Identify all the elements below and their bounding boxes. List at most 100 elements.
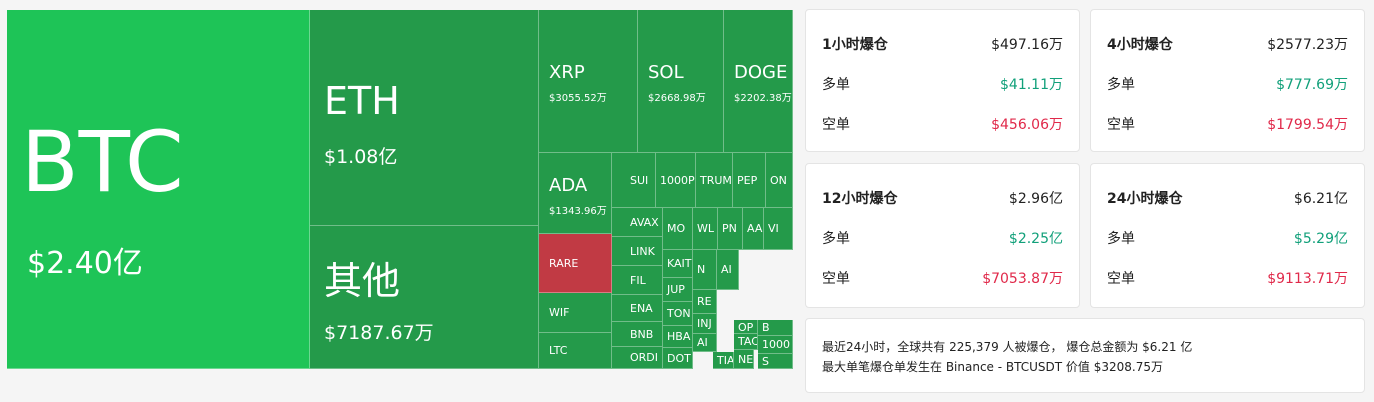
tile-symbol: HBA [667,330,691,343]
summary-line-1: 最近24小时，全球共有 225,379 人被爆仓， 爆仓总金额为 $6.21 亿 [822,340,1193,354]
stat-card-1h: 1小时爆仓$497.16万 多单$41.11万 空单$456.06万 [805,9,1080,152]
stat-card-4h: 4小时爆仓$2577.23万 多单$777.69万 空单$1799.54万 [1090,9,1365,152]
stat-total: $2577.23万 [1267,37,1348,53]
treemap-tile[interactable]: 1000 [758,336,793,354]
tile-symbol: SUI [630,173,649,187]
tile-value: $2668.98万 [648,93,706,104]
tile-symbol: N [697,263,706,276]
long-value: $2.25亿 [1008,231,1063,247]
tile-symbol: ADA [549,175,588,196]
long-label: 多单 [1107,231,1135,247]
treemap-tile[interactable]: TON [663,302,693,326]
treemap-tile[interactable]: RARE [539,234,612,293]
stat-total: $2.96亿 [1008,191,1063,207]
treemap-tile[interactable]: PN [718,208,743,250]
treemap-tile[interactable]: INJ [693,314,717,334]
tile-value: $1.08亿 [324,146,398,168]
tile-symbol: ORDI [630,351,659,364]
treemap-tile[interactable]: ORDI [612,347,663,369]
tile-symbol: TIA [717,353,734,367]
treemap-tile[interactable]: MO [663,208,693,250]
treemap-tile[interactable]: OP [734,320,758,334]
treemap-tile[interactable]: FIL [612,266,663,295]
treemap-tile[interactable]: SUI [612,153,656,208]
stat-total: $6.21亿 [1293,191,1348,207]
treemap-tile[interactable]: AI [717,250,739,290]
treemap-tile[interactable]: TRUM [696,153,733,208]
treemap-tile[interactable]: 1000P [656,153,696,208]
tile-symbol: TON [667,307,691,320]
tile-symbol: TAC [738,335,758,348]
summary-box: 最近24小时，全球共有 225,379 人被爆仓， 爆仓总金额为 $6.21 亿… [805,318,1365,393]
tile-symbol: NE [738,352,754,366]
treemap-tile[interactable]: TIA [713,352,734,369]
treemap-tile[interactable]: LTC [539,333,612,369]
tile-symbol: ENA [630,301,653,315]
treemap-tile[interactable]: DOT [663,348,693,369]
treemap-tile[interactable]: ENA [612,295,663,322]
treemap-tile[interactable]: VI [764,208,793,250]
tile-symbol: XRP [549,62,585,83]
tile-symbol: ETH [324,79,400,123]
tile-symbol: SOL [648,62,684,83]
treemap-tile[interactable]: ETH $1.08亿 [310,10,539,226]
treemap-tile[interactable]: TAC [734,334,758,350]
tile-symbol: OP [738,321,754,334]
tile-symbol: 1000 [762,338,790,351]
tile-symbol: 其他 [324,259,401,303]
tile-symbol: JUP [667,283,685,296]
short-label: 空单 [1107,271,1135,287]
short-label: 空单 [822,117,850,133]
tile-symbol: VI [768,222,779,235]
tile-symbol: AI [721,263,732,276]
treemap-tile[interactable]: S [758,354,793,369]
treemap-tile[interactable]: ADA $1343.96万 [539,153,612,234]
tile-symbol: KAIT [667,257,692,270]
treemap-tile[interactable]: PEP [733,153,766,208]
short-value: $7053.87万 [982,271,1063,287]
treemap-tile[interactable]: B [758,320,793,336]
treemap-tile[interactable]: HBA [663,326,693,348]
tile-symbol: BTC [21,113,184,211]
treemap-tile[interactable]: RE [693,290,717,314]
treemap-tile[interactable]: AA [743,208,764,250]
tile-symbol: WL [697,222,715,235]
tile-symbol: RE [697,295,712,308]
stat-card-24h: 24小时爆仓$6.21亿 多单$5.29亿 空单$9113.71万 [1090,163,1365,308]
treemap-tile[interactable]: LINK [612,237,663,266]
tile-value: $1343.96万 [549,206,607,217]
treemap-tile[interactable]: ON [766,153,793,208]
treemap-tile[interactable]: XRP $3055.52万 [539,10,638,153]
treemap-tile[interactable]: AVAX [612,208,663,237]
treemap-tile[interactable]: N [693,250,717,290]
tile-symbol: S [762,355,769,368]
stat-title: 12小时爆仓 [822,191,898,207]
tile-symbol: RARE [549,256,579,270]
tile-symbol: AVAX [630,215,659,229]
tile-symbol: PEP [737,173,758,187]
tile-symbol: MO [667,222,686,235]
treemap-tile[interactable]: SOL $2668.98万 [638,10,724,153]
summary-line-2: 最大单笔爆仓单发生在 Binance - BTCUSDT 价值 $3208.75… [822,360,1163,374]
treemap-tile[interactable]: WIF [539,293,612,333]
tile-symbol: BNB [630,327,654,341]
tile-symbol: LTC [549,344,568,357]
stat-title: 24小时爆仓 [1107,191,1183,207]
tile-symbol: AI [697,336,708,349]
tile-value: $3055.52万 [549,93,607,104]
treemap-tile[interactable]: NE [734,350,754,369]
treemap-tile[interactable]: BNB [612,322,663,347]
tile-symbol: DOGE [734,62,788,83]
treemap-tile[interactable]: JUP [663,278,693,302]
long-value: $41.11万 [1000,77,1063,93]
treemap-tile[interactable]: BTC$2.40亿 [7,10,310,369]
treemap-tile[interactable]: KAIT [663,250,693,278]
stat-title: 1小时爆仓 [822,37,888,53]
treemap-tile[interactable]: DOGE$2202.38万 [724,10,793,153]
tile-symbol: FIL [630,273,646,287]
treemap-tile[interactable]: AI [693,334,717,352]
treemap-tile[interactable]: WL [693,208,718,250]
short-value: $9113.71万 [1267,271,1348,287]
treemap-tile[interactable]: 其他$7187.67万 [310,226,539,369]
